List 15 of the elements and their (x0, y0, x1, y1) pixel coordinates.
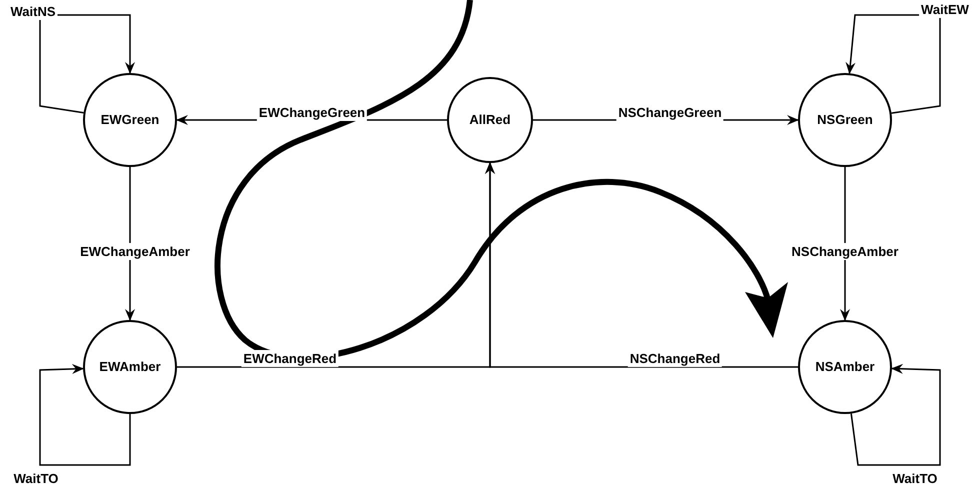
arrow (125, 167, 135, 321)
self-loop-arrow (850, 364, 941, 466)
state-name: NSGreen (817, 111, 873, 130)
self-loop-arrow (39, 364, 131, 466)
state-name: EWAmber (99, 358, 161, 376)
state-name: EWGreen (100, 111, 160, 130)
edge-label: NSChangeAmber (790, 243, 900, 260)
self-loop-arrow (846, 14, 941, 114)
arrow (485, 162, 798, 368)
edge-label: EWChangeAmber (78, 243, 192, 260)
state-name: AllRed (469, 111, 511, 130)
state-name: NSAmber (815, 358, 875, 376)
self-loop-arrow (39, 14, 135, 114)
edge-label: EWChangeRed (241, 350, 339, 367)
arrow (840, 167, 850, 321)
